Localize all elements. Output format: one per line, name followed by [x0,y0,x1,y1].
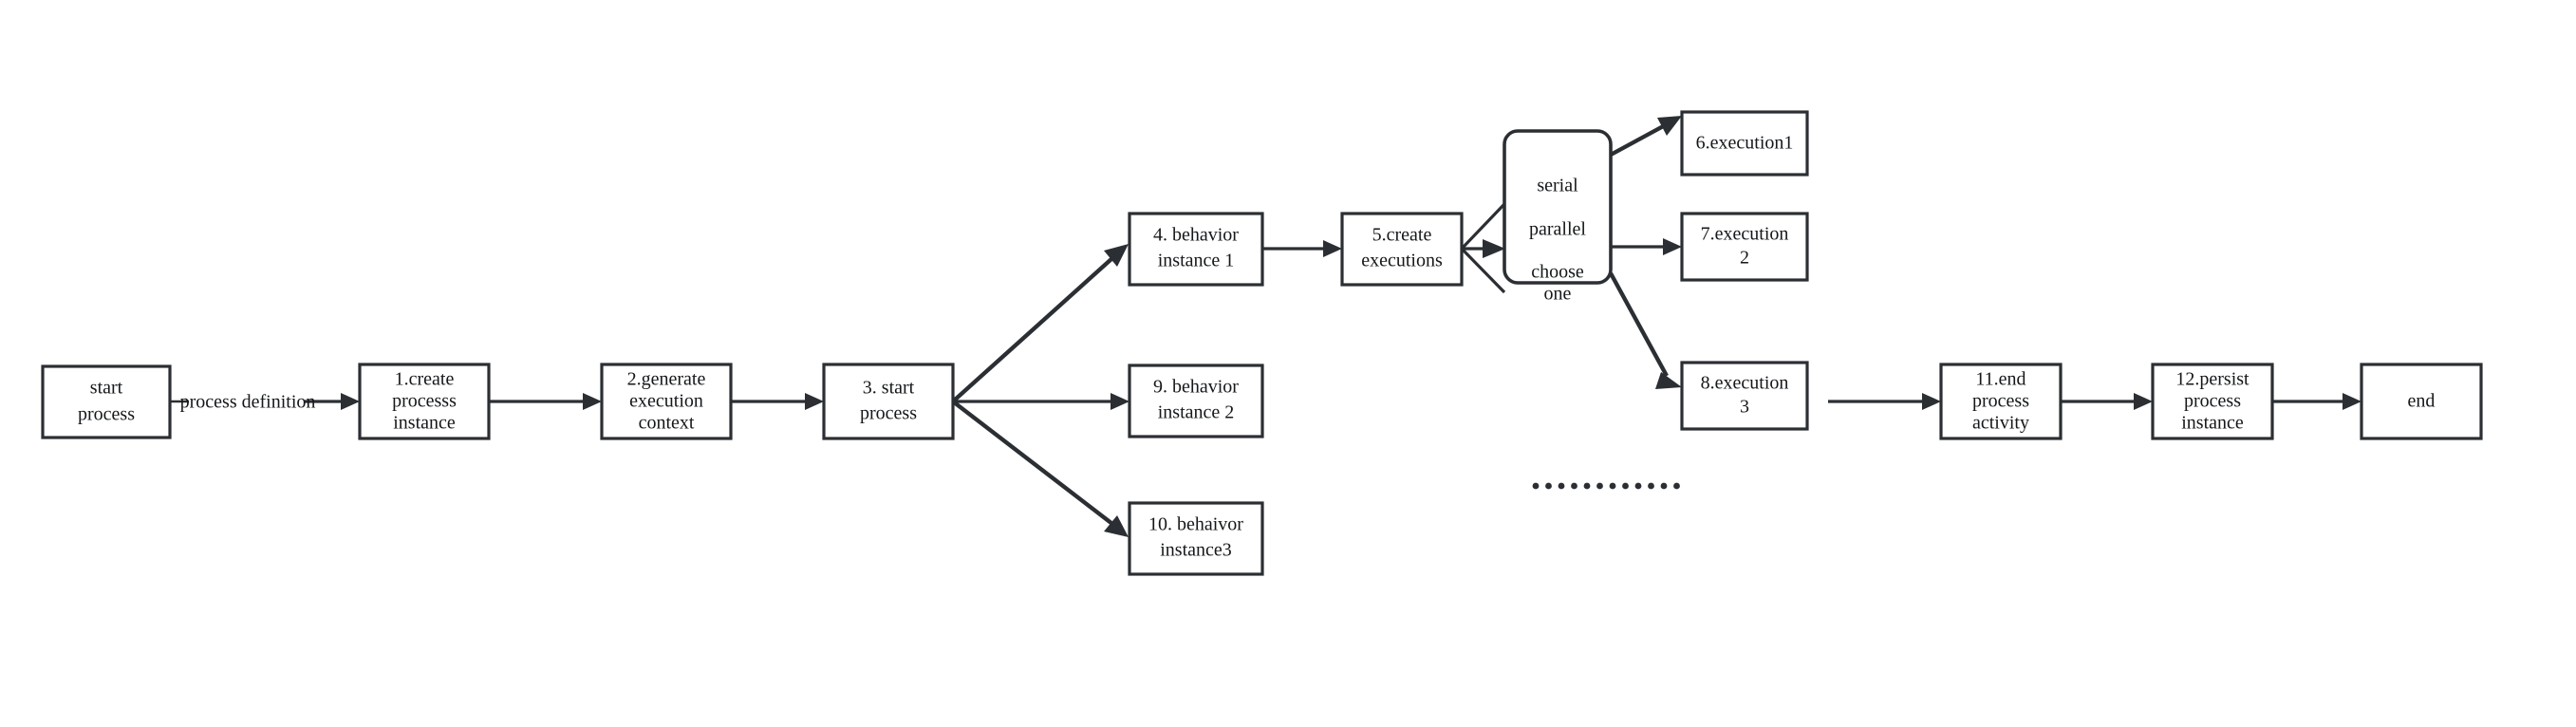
node-end-process-activity-line-3: activity [1972,413,2029,434]
node-execution-3-line-2: 3 [1740,397,1749,418]
node-persist-process-instance-line-1: 12.persist [2175,369,2249,390]
node-generate-execution-context-line-1: 2.generate [627,369,706,390]
node-create-process-instance-line-3: instance [393,413,456,434]
node-behavior-instance-1-line-2: instance 1 [1158,251,1235,271]
node-start-process-step[interactable]: 3. start process [822,363,955,440]
node-generate-execution-context-line-3: context [639,413,695,434]
edge-behavior-instance-1-to-create-executions [1262,240,1342,257]
edge-start-to-create-instance [170,393,360,410]
ellipsis-dot [1532,482,1540,490]
node-execution-mode-gate[interactable]: serial parallel choose one [1503,129,1613,305]
node-generate-execution-context-line-2: execution [629,391,703,412]
node-persist-process-instance-line-3: instance [2181,413,2244,434]
node-create-executions-line-1: 5.create [1372,225,1432,246]
edge-gate-to-execution-3 [1609,271,1682,389]
node-behavior-instance-2-line-2: instance 2 [1158,402,1235,423]
edge-incoming-to-end-process-activity [1828,393,1941,410]
node-persist-process-instance[interactable]: 12.persist process instance [2151,363,2274,440]
node-create-process-instance[interactable]: 1.create processs instance [358,363,491,440]
node-end[interactable]: end [2360,363,2483,440]
node-create-process-instance-line-2: processs [392,391,457,412]
node-execution-1-label: 6.execution1 [1696,133,1794,154]
ellipsis-dot [1634,482,1642,490]
gate-option-parallel: parallel [1529,219,1586,240]
node-start-process-line-1: start [90,378,123,399]
node-end-label: end [2408,391,2436,412]
edge-end-process-activity-to-persist-instance [2061,393,2153,410]
node-execution-3-line-1: 8.execution [1701,373,1789,394]
ellipsis-dot [1545,482,1552,490]
ellipsis-dot [1558,482,1565,490]
ellipsis-dot [1583,482,1591,490]
edge-start-process-to-behavior-instance-3 [951,400,1129,537]
node-behavior-instance-2-line-1: 9. behavior [1153,377,1239,398]
node-execution-2-line-1: 7.execution [1701,224,1789,245]
node-execution-3[interactable]: 8.execution 3 [1680,361,1809,431]
edge-gate-to-execution-2 [1611,238,1682,255]
edge-start-process-to-behavior-instance-1 [951,244,1129,403]
node-generate-execution-context[interactable]: 2.generate execution context [600,363,733,440]
node-end-process-activity[interactable]: 11.end process activity [1939,363,2063,440]
continuation-ellipsis [1532,482,1680,490]
ellipsis-dot [1622,482,1629,490]
gate-option-choose-one-line-1: choose [1531,262,1584,283]
ellipsis-dot [1648,482,1654,490]
edge-label-process-definition: process definition [180,392,316,413]
ellipsis-dot [1660,482,1668,490]
node-behavior-instance-1-line-1: 4. behavior [1153,225,1239,246]
node-execution-1[interactable]: 6.execution1 [1680,110,1809,177]
node-create-executions-line-2: executions [1361,251,1443,271]
node-execution-2[interactable]: 7.execution 2 [1680,212,1809,282]
ellipsis-dot [1596,482,1603,490]
edge-start-process-to-behavior-instance-2 [953,393,1129,410]
node-behavior-instance-3[interactable]: 10. behaivor instance3 [1128,501,1264,576]
node-behavior-instance-1[interactable]: 4. behavior instance 1 [1128,212,1264,287]
node-execution-2-line-2: 2 [1740,248,1749,269]
edge-generate-context-to-start-process [731,393,824,410]
ellipsis-dot [1571,482,1577,490]
edge-persist-instance-to-end [2272,393,2361,410]
node-end-process-activity-line-1: 11.end [1975,369,2025,390]
gate-option-serial: serial [1537,176,1578,196]
node-start-process[interactable]: start process [41,364,172,439]
ellipsis-dot [1673,482,1680,490]
edge-gate-to-execution-1 [1609,116,1682,157]
node-end-process-activity-line-2: process [1972,391,2029,412]
node-start-process-step-line-2: process [860,403,917,424]
node-behavior-instance-3-line-2: instance3 [1160,540,1232,561]
edge-create-instance-to-generate-context [489,393,602,410]
node-behavior-instance-3-line-1: 10. behaivor [1148,514,1243,535]
node-create-process-instance-line-1: 1.create [395,369,455,390]
node-behavior-instance-2[interactable]: 9. behavior instance 2 [1128,364,1264,438]
edge-create-executions-to-gate [1460,202,1506,294]
node-start-process-step-line-1: 3. start [863,378,915,399]
gate-option-choose-one-line-2: one [1544,284,1572,305]
node-start-process-line-2: process [78,404,135,425]
node-persist-process-instance-line-2: process [2184,391,2241,412]
node-create-executions[interactable]: 5.create executions [1340,212,1464,287]
ellipsis-dot [1609,482,1616,490]
